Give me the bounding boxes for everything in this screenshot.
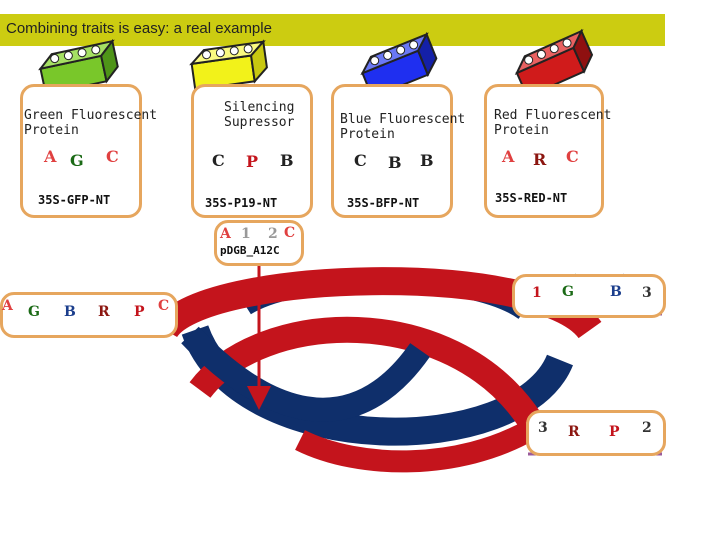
lower-part-3: 3 [538, 420, 548, 436]
bfp-description: Blue Fluorescent Protein [340, 112, 466, 142]
bfp-part-b1: B [388, 153, 402, 172]
lower-part-2: 2 [642, 420, 652, 436]
plasmid-part-a: A [220, 226, 231, 242]
combined-part-b: B [64, 304, 76, 320]
combined-part-r: R [98, 304, 110, 320]
p19-box [191, 84, 313, 218]
combined-part-c: C [158, 298, 170, 314]
combined-part-a: A [2, 298, 13, 314]
lower-part-p: P [609, 424, 620, 440]
combined-part-p: P [134, 304, 145, 320]
combined-box [0, 292, 178, 338]
navy-arc-cross [181, 326, 430, 422]
plasmid-name: pDGB_A12C [220, 244, 280, 257]
red-box [484, 84, 604, 218]
p19-part-c: C [212, 151, 225, 170]
bfp-name: 35S-BFP-NT [347, 196, 420, 210]
upper-part-g: G [562, 284, 574, 300]
plasmid-part-1: 1 [241, 226, 251, 242]
gfp-part-g: G [70, 151, 84, 170]
combined-part-g: G [28, 304, 40, 320]
gfp-name: 35S-GFP-NT [38, 193, 111, 207]
plasmid-part-2a: 2 [254, 226, 264, 242]
red-name: 35S-RED-NT [495, 191, 568, 205]
plasmid-part-2b: 2 [268, 226, 278, 242]
upper-part-3: 3 [642, 285, 652, 301]
red-part-a: A [502, 147, 515, 166]
gfp-description: Green Fluorescent Protein [24, 108, 158, 138]
upper-assembly-box [512, 274, 666, 318]
page-title: Combining traits is easy: a real example [6, 20, 272, 37]
p19-name: 35S-P19-NT [205, 196, 278, 210]
upper-part-1: 1 [532, 285, 542, 301]
red-part-c: C [566, 147, 579, 166]
bfp-box [331, 84, 453, 218]
gfp-part-c: C [106, 147, 119, 166]
plasmid-part-c: C [284, 225, 296, 241]
gfp-part-a: A [44, 147, 57, 166]
lower-part-r: R [568, 424, 580, 440]
p19-part-b: B [280, 151, 294, 170]
upper-part-b: B [610, 284, 622, 300]
red-part-r: R [533, 150, 547, 169]
bfp-part-c: C [354, 151, 367, 170]
gfp-box [20, 84, 142, 218]
yellow-brick-icon [189, 39, 268, 91]
red-description: Red Fluorescent Protein [494, 108, 612, 138]
lower-assembly-box [526, 410, 666, 456]
plasmid-box [214, 220, 304, 266]
p19-description: Silencing Supressor [224, 100, 295, 130]
p19-part-p: P [246, 152, 259, 171]
bfp-part-b2: B [420, 151, 434, 170]
red-arc-lower [295, 420, 536, 473]
